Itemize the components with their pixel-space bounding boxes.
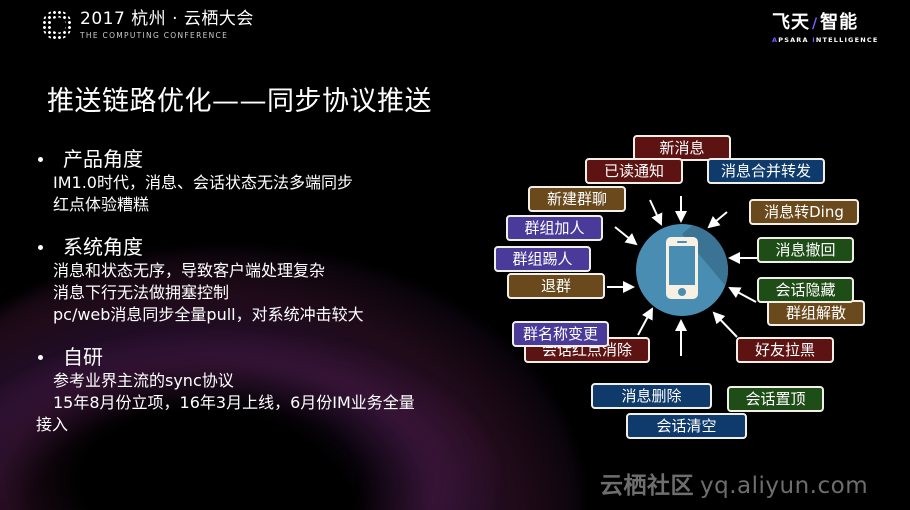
brand-logo-part1: 飞天 [772,12,810,33]
tag-group-add: 群组加人 [506,215,603,241]
tag-new-group: 新建群聊 [528,186,626,212]
conference-logo-subtitle: THE COMPUTING CONFERENCE [80,31,229,40]
brand-logo: 飞天/智能 APSARA INTELLIGENCE [772,12,879,45]
bullet-list: 产品角度 IM1.0时代，消息、会话状态无法多端同步 红点体验糟糕 系统角度 消… [36,146,506,454]
bullet-icon [38,244,43,250]
section-line: 消息下行无法做拥塞控制 [53,283,230,302]
tag-new-message: 新消息 [633,135,731,161]
tag-ding: 消息转Ding [749,199,859,225]
tag-delete-message: 消息删除 [591,383,712,409]
slide-title: 推送链路优化——同步协议推送 [47,86,432,117]
tag-group-rename: 群名称变更 [512,321,609,347]
tag-group-dissolve: 群组解散 [767,300,865,326]
section-system: 系统角度 消息和状态无序，导致客户端处理复杂 消息下行无法做拥塞控制 pc/we… [36,234,506,326]
tag-clear-session: 会话清空 [626,413,747,439]
arrows-icon [607,196,758,356]
section-heading: 系统角度 [63,235,143,259]
bullet-icon [38,156,43,162]
sync-event-diagram: 新消息 已读通知 消息合并转发 新建群聊 消息转Ding 群组加人 消息撤回 群… [490,130,870,450]
section-line: 15年8月份立项，16年3月上线，6月份IM业务全量 [53,393,415,412]
tag-recall: 消息撤回 [757,237,854,263]
section-line: pc/web消息同步全量pull，对系统冲击较大 [53,305,364,324]
conference-logo-title: 2017 杭州 · 云栖大会 [80,9,254,29]
brand-logo-subtitle: APSARA INTELLIGENCE [772,36,879,44]
watermark-cn: 云栖社区 [600,473,694,499]
conference-logo: 2017 杭州 · 云栖大会 THE COMPUTING CONFERENCE [42,10,254,40]
tag-group-kick: 群组踢人 [494,246,591,272]
tag-hide-session: 会话隐藏 [757,277,854,303]
tag-pin-session: 会话置顶 [727,386,824,412]
watermark-url: yq.aliyun.com [700,473,869,499]
conference-logo-icon [42,10,72,40]
section-self-developed: 自研 参考业界主流的sync协议 15年8月份立项，16年3月上线，6月份IM业… [36,344,506,436]
section-heading: 自研 [63,345,103,369]
tag-quit-group: 退群 [507,273,605,299]
bullet-icon [38,354,43,360]
tag-merge-forward: 消息合并转发 [707,158,825,184]
tag-read-notice: 已读通知 [585,158,683,184]
section-line-continuation: 接入 [36,415,69,434]
section-line: 红点体验糟糕 [53,195,150,214]
smartphone-icon [636,224,728,316]
tag-block-friend: 好友拉黑 [736,337,834,363]
section-heading: 产品角度 [63,147,143,171]
section-line: 参考业界主流的sync协议 [53,371,234,390]
section-line: 消息和状态无序，导致客户端处理复杂 [53,261,326,280]
brand-logo-part2: 智能 [820,12,859,33]
brand-logo-slash: / [812,16,819,32]
section-product: 产品角度 IM1.0时代，消息、会话状态无法多端同步 红点体验糟糕 [36,146,506,216]
section-line: IM1.0时代，消息、会话状态无法多端同步 [53,173,353,192]
